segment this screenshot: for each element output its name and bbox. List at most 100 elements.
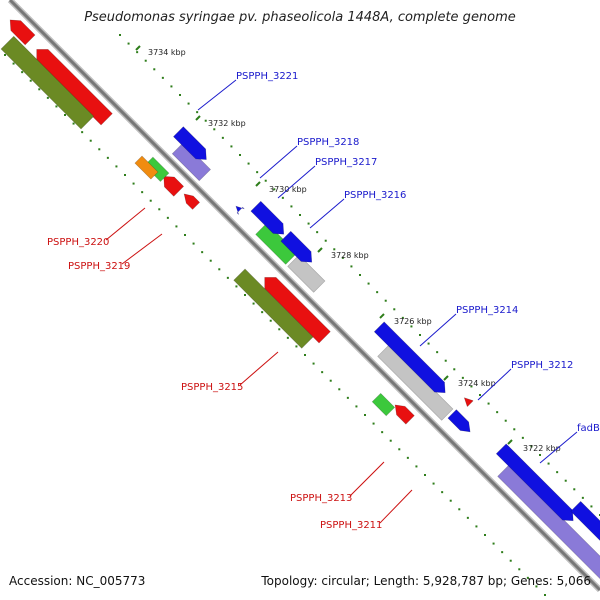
- leader-line: [197, 79, 237, 111]
- leader-line: [121, 233, 163, 265]
- tick-label: 3732 kbp: [208, 119, 246, 128]
- cds-block-blue: [173, 126, 207, 160]
- leader-line: [349, 461, 385, 497]
- track-dot: [487, 402, 490, 405]
- label-leader-lines: [105, 79, 578, 524]
- track-dot: [333, 248, 336, 251]
- track-dot: [12, 62, 15, 65]
- track-dot: [444, 359, 447, 362]
- track-dot: [46, 96, 49, 99]
- gene-label-pspph-3214[interactable]: PSPPH_3214: [456, 305, 518, 316]
- track-dot: [355, 405, 358, 408]
- track-dot: [316, 231, 319, 234]
- leader-line: [259, 145, 298, 179]
- cds-block-red: [9, 19, 36, 46]
- leader-line: [539, 431, 578, 464]
- track-dot: [346, 396, 349, 399]
- track-dot: [119, 34, 121, 36]
- track-dot: [230, 145, 233, 148]
- track-dot: [149, 199, 152, 202]
- track-dot: [106, 156, 109, 159]
- track-dot: [324, 239, 327, 242]
- track-dot: [449, 499, 452, 502]
- reverse-gene-labels: PSPPH_3220 PSPPH_3219 PSPPH_3215 PSPPH_3…: [47, 237, 382, 531]
- tick-mark: [443, 375, 449, 381]
- gene-label-pspph-3218[interactable]: PSPPH_3218: [297, 137, 359, 148]
- gene-label-pspph-3213[interactable]: PSPPH_3213: [290, 493, 352, 504]
- track-dot: [235, 285, 238, 288]
- track-dot: [261, 311, 264, 314]
- track-dot: [359, 274, 361, 276]
- gene-label-pspph-3219[interactable]: PSPPH_3219: [68, 261, 130, 272]
- track-dot: [256, 171, 259, 174]
- track-dot: [581, 496, 584, 499]
- track-dot: [252, 302, 255, 305]
- track-dot: [389, 439, 392, 442]
- tick-label: 3728 kbp: [331, 251, 369, 260]
- track-dot: [192, 242, 195, 245]
- dotted-tracks: [4, 34, 600, 596]
- track-dot: [38, 88, 41, 91]
- track-dot: [492, 542, 495, 545]
- track-dot: [127, 42, 130, 45]
- gene-label-pspph-3221[interactable]: PSPPH_3221: [236, 71, 298, 82]
- track-dot: [556, 471, 559, 474]
- leader-line: [477, 368, 512, 401]
- gene-label-pspph-3212[interactable]: PSPPH_3212: [511, 360, 573, 371]
- track-dot: [166, 216, 169, 219]
- track-dot: [590, 505, 593, 508]
- track-dot: [427, 342, 430, 345]
- track-dot: [132, 182, 135, 185]
- track-dot: [72, 122, 75, 125]
- track-dot: [239, 154, 241, 156]
- track-dot: [115, 165, 118, 168]
- gene-label-fadb[interactable]: fadB: [577, 423, 600, 434]
- track-dot: [187, 102, 190, 105]
- track-dot: [201, 251, 204, 254]
- track-dot: [141, 191, 144, 194]
- track-dot: [136, 51, 139, 54]
- track-dot: [184, 234, 186, 236]
- gene-label-pspph-3217[interactable]: PSPPH_3217: [315, 157, 377, 168]
- accession-label: Accession: NC_005773: [9, 574, 146, 588]
- track-dot: [341, 256, 344, 259]
- track-dot: [573, 488, 576, 491]
- track-dot: [98, 148, 101, 151]
- cds-block-olive: [0, 35, 95, 130]
- gene-label-pspph-3211[interactable]: PSPPH_3211: [320, 520, 382, 531]
- forward-gene-labels: PSPPH_3221 PSPPH_3218 PSPPH_3217 PSPPH_3…: [236, 71, 600, 434]
- cds-block-blue: [447, 409, 471, 433]
- tick-label: 3726 kbp: [394, 317, 432, 326]
- gene-label-pspph-3220[interactable]: PSPPH_3220: [47, 237, 109, 248]
- track-dot: [124, 174, 126, 176]
- track-dot: [461, 376, 464, 379]
- map-title: Pseudomonas syringae pv. phaseolicola 14…: [84, 10, 516, 25]
- track-dot: [244, 294, 246, 296]
- cds-block-blue: [280, 230, 313, 263]
- gene-label-pspph-3215[interactable]: PSPPH_3215: [181, 382, 243, 393]
- cds-block-gray: [287, 254, 326, 293]
- track-dot: [376, 291, 379, 294]
- track-dot: [470, 385, 473, 388]
- track-dot: [521, 436, 524, 439]
- genome-backbone: [7, 0, 600, 593]
- track-dot: [278, 328, 281, 331]
- track-dot: [269, 319, 272, 322]
- tick-mark: [255, 181, 261, 187]
- track-dot: [484, 534, 486, 536]
- track-dot: [535, 585, 538, 588]
- track-dot: [290, 205, 293, 208]
- tick-mark: [507, 439, 513, 445]
- track-dot: [29, 79, 32, 82]
- track-dot: [364, 414, 366, 416]
- track-dot: [299, 214, 301, 216]
- track-dot: [144, 59, 147, 62]
- track-dot: [304, 354, 306, 356]
- track-dot: [539, 454, 541, 456]
- track-dot: [286, 336, 289, 339]
- track-dot: [509, 559, 512, 562]
- gene-label-pspph-3216[interactable]: PSPPH_3216: [344, 190, 406, 201]
- track-dot: [518, 568, 521, 571]
